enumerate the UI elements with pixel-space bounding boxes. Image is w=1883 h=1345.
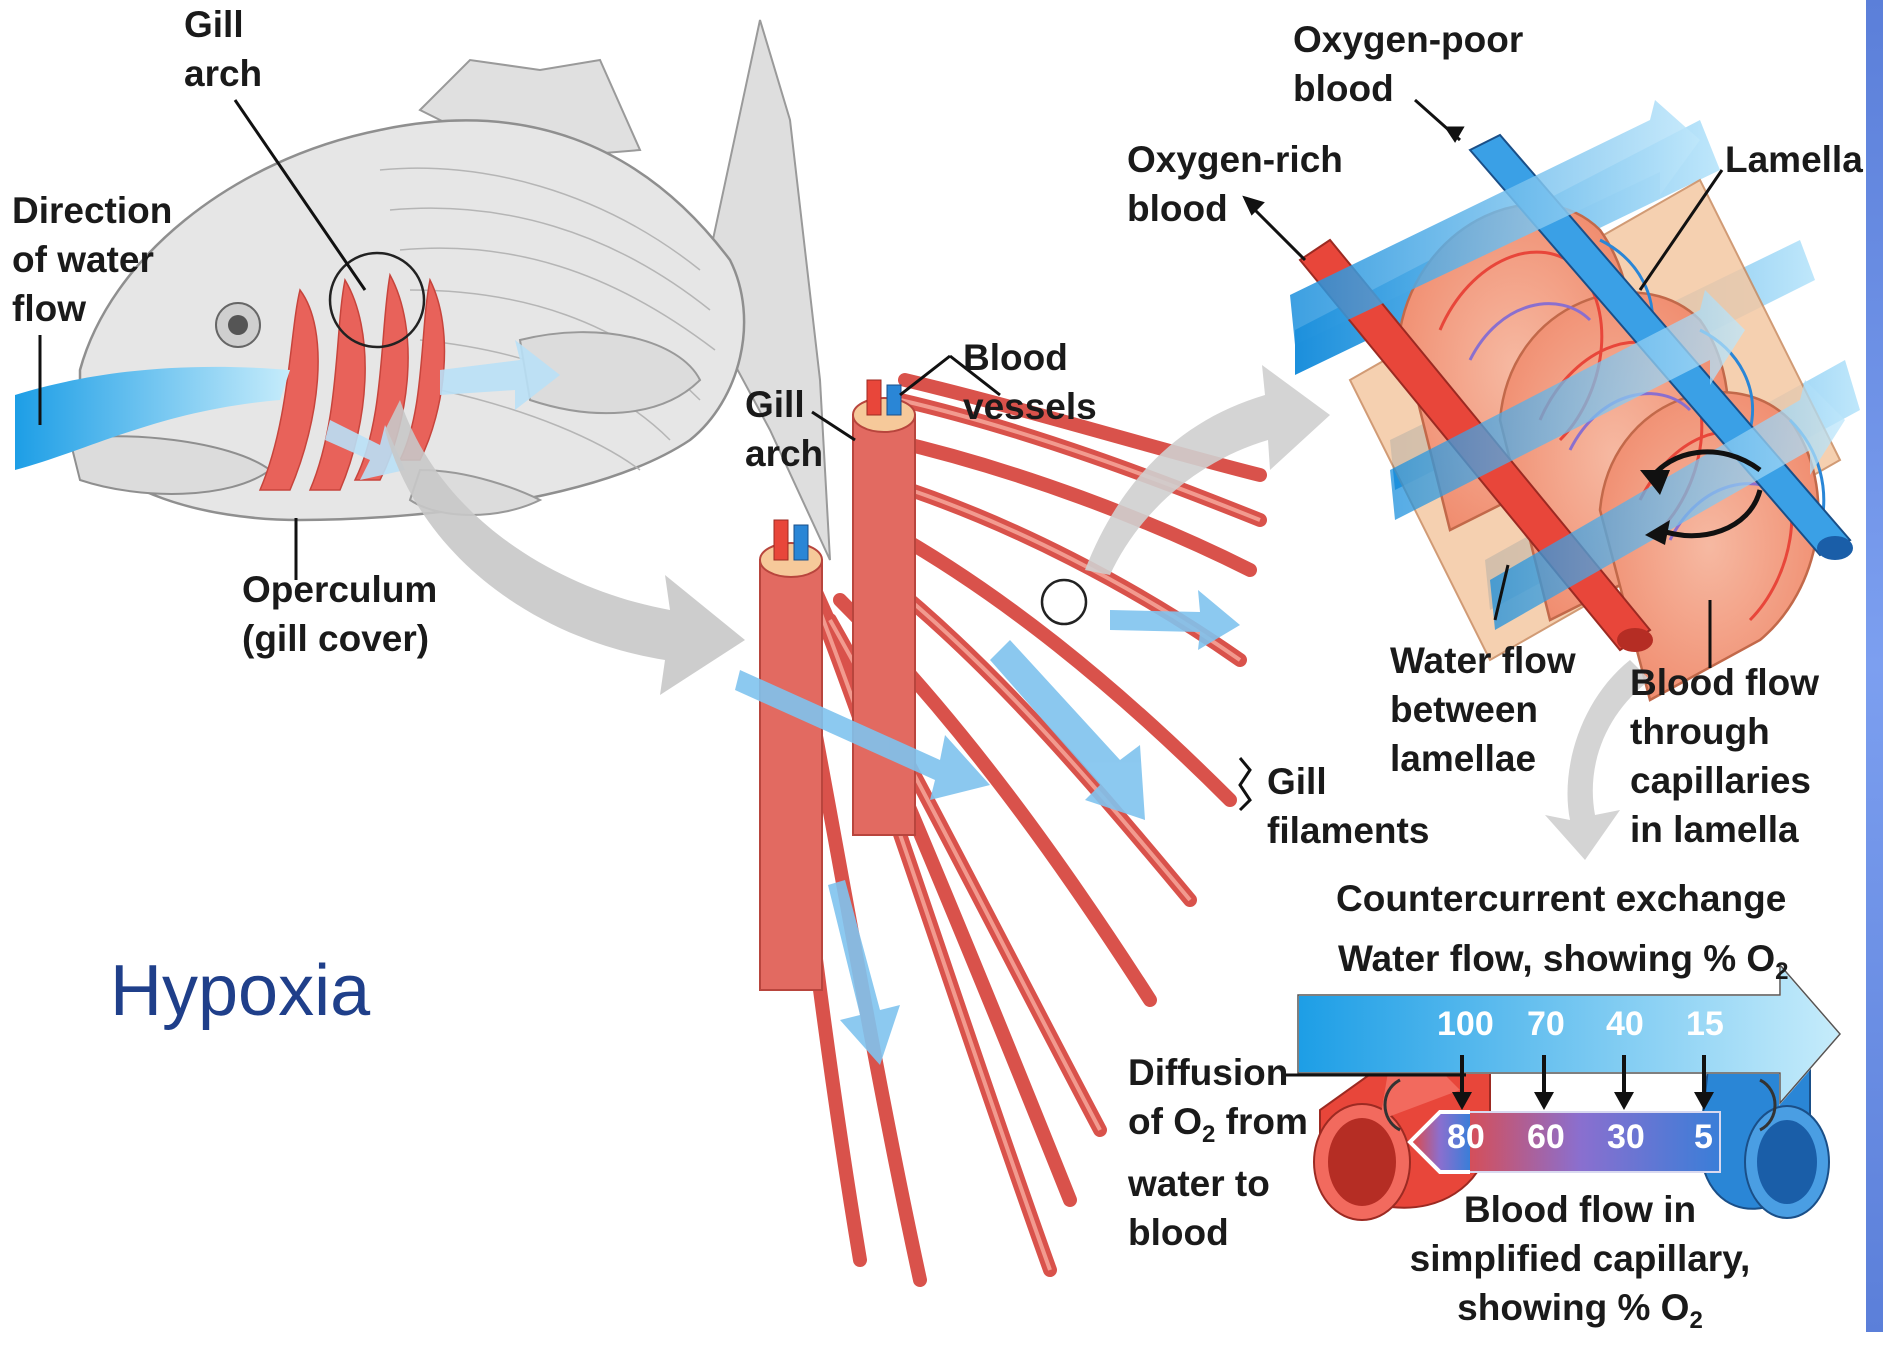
blood-vessels-label: Blood vessels — [963, 333, 1097, 431]
blood-o2-value-4: 5 — [1694, 1118, 1713, 1157]
diffusion-of-o2-label: Diffusion of O2 from water to blood — [1128, 1048, 1308, 1257]
water-flow-between-lamellae-label: Water flow between lamellae — [1390, 636, 1576, 783]
filament-gill-arch-label: Gill arch — [745, 380, 823, 478]
slide-title: Hypoxia — [110, 950, 370, 1032]
water-o2-value-4: 15 — [1686, 1005, 1724, 1044]
oxygen-poor-blood-label: Oxygen-poor blood — [1293, 15, 1523, 113]
blood-flow-through-capillaries-label: Blood flow through capillaries in lamell… — [1630, 658, 1819, 854]
oxygen-rich-blood-label: Oxygen-rich blood — [1127, 135, 1343, 233]
blood-o2-value-1: 80 — [1447, 1118, 1485, 1157]
water-o2-value-3: 40 — [1606, 1005, 1644, 1044]
water-o2-value-2: 70 — [1527, 1005, 1565, 1044]
water-flow-percent-label: Water flow, showing % O2 — [1338, 934, 1789, 996]
countercurrent-exchange-title: Countercurrent exchange — [1336, 874, 1786, 923]
slide-right-border — [1866, 0, 1883, 1332]
water-o2-value-1: 100 — [1437, 1005, 1494, 1044]
lamella-label: Lamella — [1725, 135, 1863, 184]
capillary-diagram — [1283, 965, 1840, 1220]
direction-of-water-flow-label: Direction of water flow — [12, 186, 172, 333]
operculum-label: Operculum (gill cover) — [242, 565, 437, 663]
blood-flow-capillary-label: Blood flow in simplified capillary, show… — [1400, 1185, 1760, 1345]
blood-o2-value-3: 30 — [1607, 1118, 1645, 1157]
fish-gill-arch-label: Gill arch — [184, 0, 262, 98]
blood-o2-value-2: 60 — [1527, 1118, 1565, 1157]
lamella-illustration — [1290, 100, 1860, 700]
